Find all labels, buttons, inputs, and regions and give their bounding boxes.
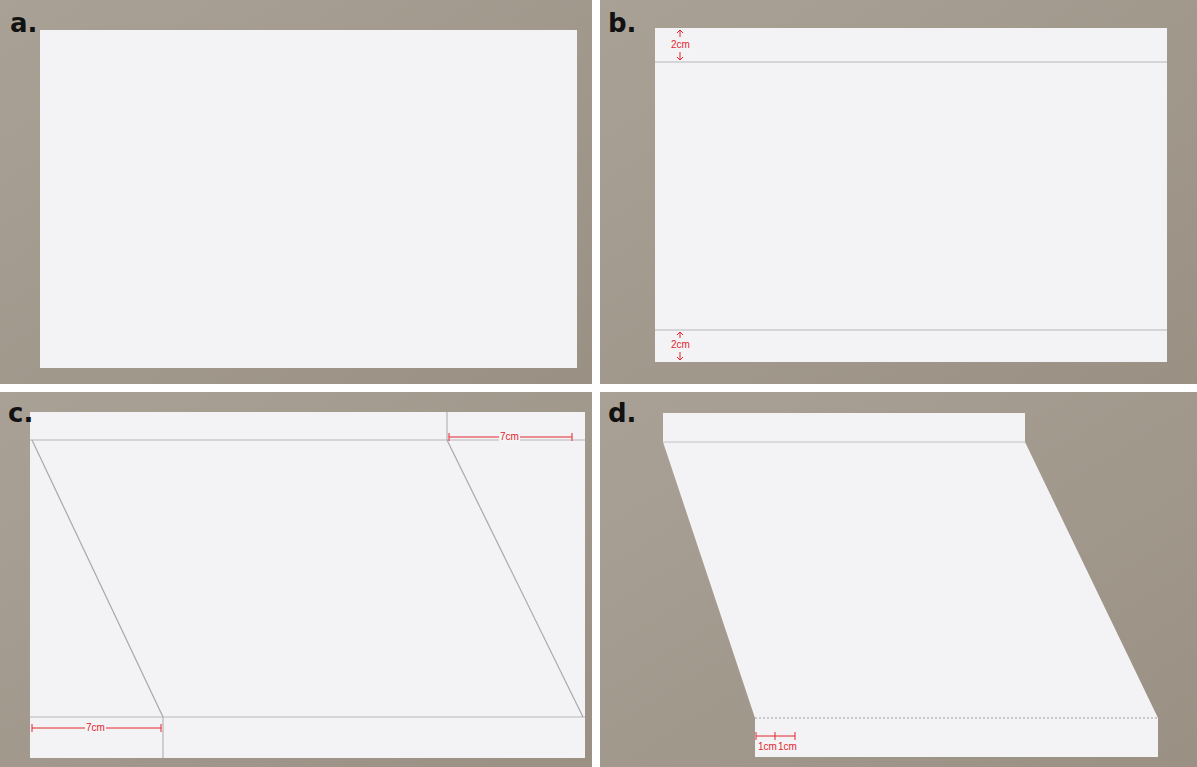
dimension-label: 2cm [670,40,691,50]
cut-line [32,440,163,717]
photo-ground [600,0,1197,384]
panel-letter: c. [8,400,33,426]
photo-ground [0,392,592,767]
cut-line [447,440,583,717]
dimension-label: 7cm [499,432,520,442]
dimension-arrow [677,30,683,360]
photo-ground [600,392,1197,767]
cut-paper [663,413,1158,757]
paper-sheet [40,30,577,368]
paper-sheet [655,28,1167,362]
fold-line [655,61,1167,62]
panel-letter: b. [608,10,637,36]
dimension-label: 1cm [757,742,778,752]
cut-line [163,717,164,758]
fold-line [30,716,585,717]
panel-letter: a. [10,10,37,36]
dimension-label: 2cm [670,340,691,350]
dimension-label: 7cm [85,723,106,733]
paper-sheet [30,412,585,758]
fold-line [655,329,1167,330]
fold-line [663,442,1025,443]
cut-line [447,412,448,440]
dimension-label: 1cm [777,742,798,752]
photo-ground [0,0,592,384]
panel-letter: d. [608,400,637,426]
dimension-arrow [32,433,572,732]
fold-line [755,717,1158,718]
dimension-arrow [756,732,795,740]
